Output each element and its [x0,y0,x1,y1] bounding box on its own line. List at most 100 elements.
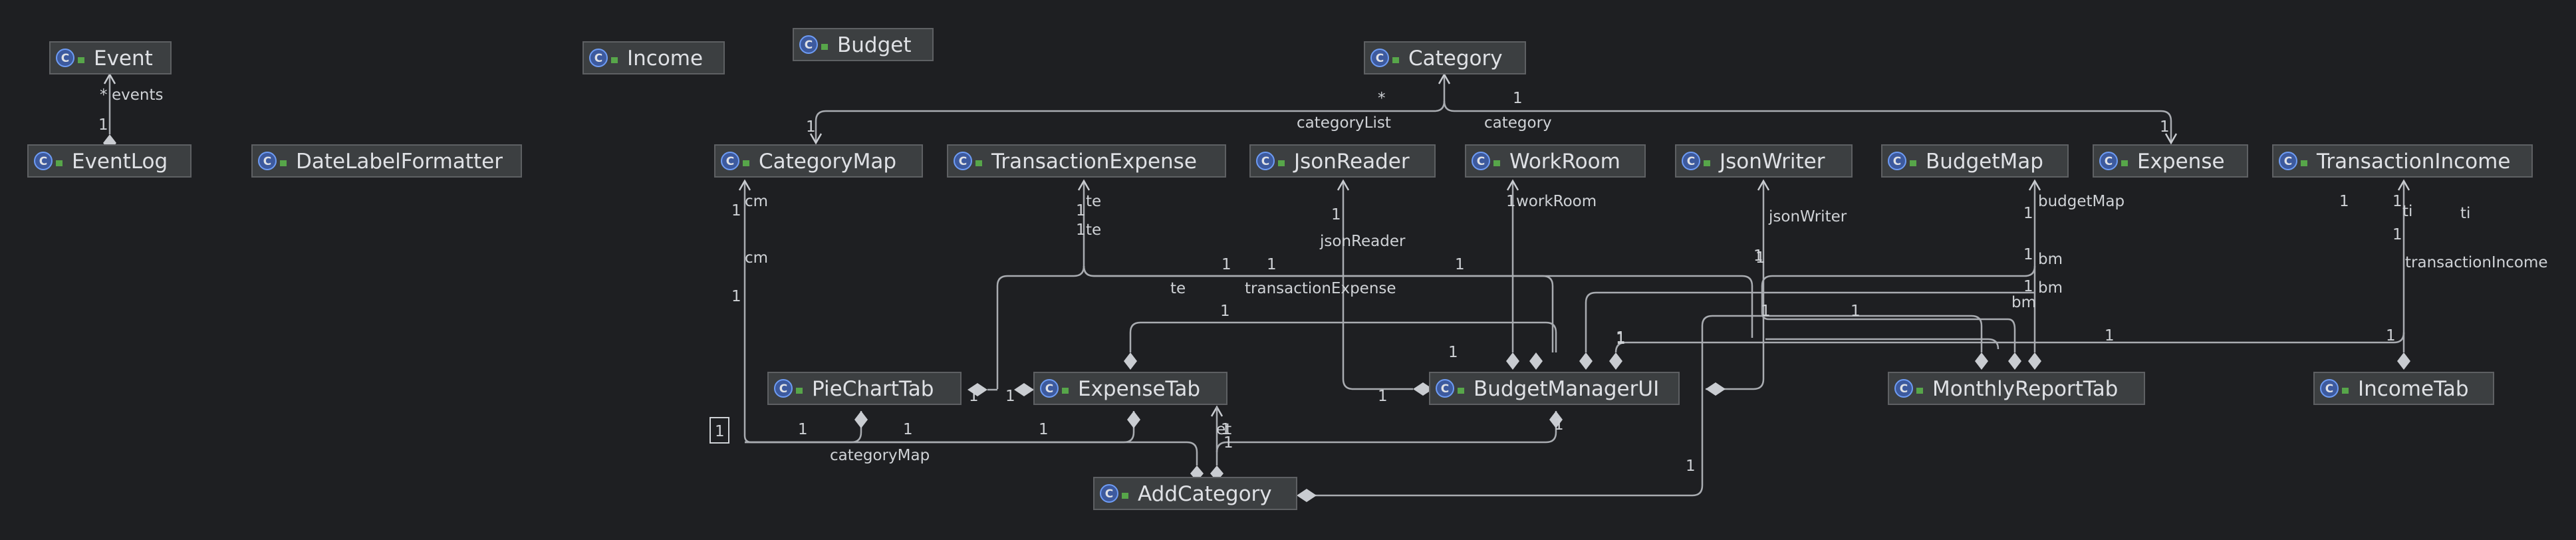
edge-categorymap-uses[interactable] [738,179,1204,481]
class-icon [2279,152,2297,170]
class-name: PieChartTab [812,377,934,401]
edge-jsonwriter[interactable] [1706,179,1770,396]
class-node-transaction-expense[interactable]: C TransactionExpense [947,144,1226,178]
class-box [947,144,1226,178]
class-name: BudgetManagerUI [1474,377,1659,401]
edge-label: workRoom [1516,193,1597,210]
edge-label: 1 [903,421,913,438]
edge-label: 1 [2023,205,2033,222]
class-name: Income [627,47,703,70]
class-name: Event [94,47,153,70]
class-name: EventLog [72,150,168,174]
edge-label: 1 [98,116,108,134]
class-name: TransactionExpense [991,150,1197,174]
edge-label: 1 [1039,421,1049,438]
class-icon-letter: C [726,155,734,168]
class-icon [258,152,277,170]
edge-label: et [1216,421,1231,438]
public-lock-icon [821,44,828,50]
class-icon-letter: C [1441,382,1449,396]
public-lock-icon [611,57,618,63]
edge-label: * [1378,90,1386,107]
selected-label-box[interactable] [709,417,729,444]
edge-label: 1 [1761,303,1771,320]
class-node-budget-manager-ui[interactable]: C BudgetManagerUI [1429,372,1680,405]
edge-label: 1 [2160,118,2170,136]
class-icon-letter: C [1893,155,1901,168]
class-icon-letter: C [1261,155,1269,168]
edge-category-associations[interactable] [809,72,2178,145]
class-icon-letter: C [959,155,967,168]
edge-label: 1 [1331,206,1341,223]
class-icon-letter: C [1477,155,1485,168]
class-name: Budget [837,33,912,57]
class-node-work-room[interactable]: C WorkRoom [1465,144,1646,178]
edge-label: 1 [2339,193,2349,210]
public-lock-icon [2301,160,2307,166]
class-icon-letter: C [1045,382,1053,396]
public-lock-icon [56,160,63,166]
class-icon [34,152,53,170]
class-icon [1472,152,1490,170]
class-name: WorkRoom [1509,150,1620,174]
class-name: Expense [2137,150,2225,174]
edge-budgetmap[interactable] [1579,179,2041,370]
edge-label: bm [2038,279,2063,297]
edge-budgetmanagerui[interactable] [1216,315,1999,502]
edge-jsonreader[interactable] [1337,179,1433,396]
class-icon-letter: C [779,382,787,396]
edge-label: 1 [2392,193,2402,210]
class-name: Category [1408,47,1503,70]
public-lock-icon [743,160,749,166]
class-icon [56,49,74,67]
edge-workroom[interactable] [1506,179,1519,370]
public-lock-icon [1278,160,1285,166]
edge-label: te [1170,280,1186,297]
public-lock-icon [2342,388,2349,394]
edge-label: transactionIncome [2405,254,2548,271]
class-box [1429,372,1680,405]
edge-label: 1 [1686,458,1696,475]
edge-label: cm [745,193,768,210]
public-lock-icon [2121,160,2128,166]
class-node-pie-chart-tab[interactable]: C PieChartTab [767,372,962,405]
class-name: JsonWriter [1718,150,1825,174]
class-name: DateLabelFormatter [296,150,503,174]
public-lock-icon [280,160,287,166]
edge-transactionincome[interactable] [1609,179,2410,370]
edge-label: categoryList [1297,114,1391,132]
edge-label: 1 [1455,256,1465,273]
edge-transactionexpense-uses[interactable] [967,179,1753,396]
public-lock-icon [975,160,982,166]
edge-label: events [112,86,164,104]
public-lock-icon [1122,493,1128,499]
public-lock-icon [1392,57,1399,63]
class-icon [1894,379,1913,398]
class-icon [1682,152,1700,170]
class-icon [774,379,793,398]
edge-label: * [100,86,108,104]
edge-label: 1 [1755,249,1765,267]
edge-label: 1 [1616,331,1626,348]
edge-label: jsonReader [1319,233,1406,250]
class-name: TransactionIncome [2316,150,2510,174]
